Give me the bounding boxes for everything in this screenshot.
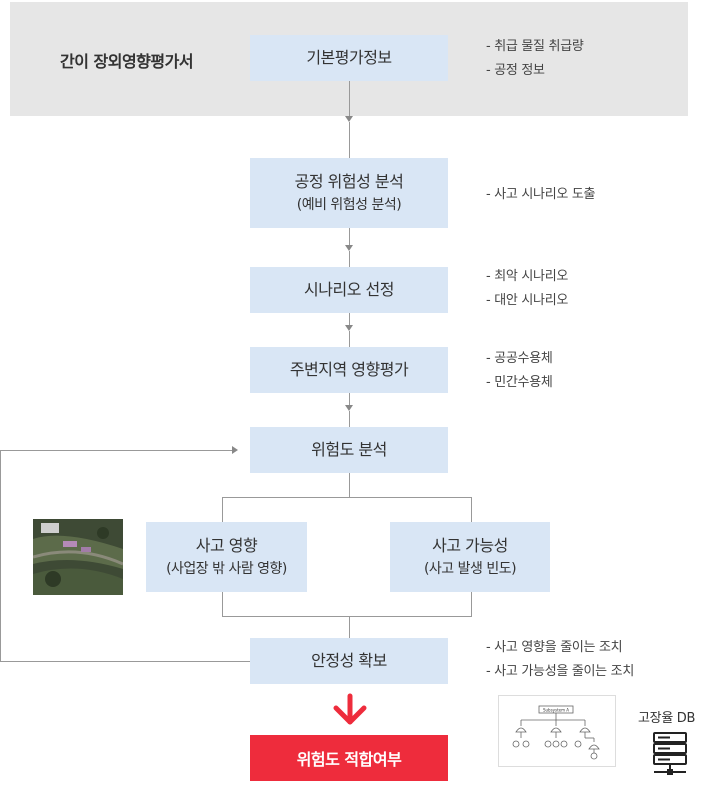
arrow-down-icon [345, 325, 353, 331]
aerial-photo [33, 519, 123, 595]
connector-line [349, 393, 350, 405]
scenario-notes: - 최악 시나리오 - 대안 시나리오 [486, 265, 568, 313]
note-item: - 취급 물질 취급량 [486, 39, 584, 54]
risk-analysis-box: 위험도 분석 [250, 427, 448, 473]
red-down-arrow-icon [331, 692, 369, 726]
scenario-box: 시나리오 선정 [250, 267, 448, 313]
connector-line [471, 497, 472, 522]
result-box: 위험도 적합여부 [250, 735, 448, 781]
basic-info-notes: - 취급 물질 취급량 - 공정 정보 [486, 35, 584, 83]
connector-line [349, 251, 350, 267]
connector-line [222, 616, 472, 617]
note-item: - 공공수용체 [486, 351, 553, 366]
feedback-line [0, 450, 232, 451]
impact-label: 사고 영향 [195, 536, 258, 555]
connector-line [349, 411, 350, 427]
note-item: - 대안 시나리오 [486, 293, 569, 308]
impact-box: 사고 영향 (사업장 밖 사람 영향) [146, 522, 307, 592]
connector-line [349, 473, 350, 497]
note-item: - 최악 시나리오 [486, 269, 569, 284]
process-risk-sublabel: (예비 위험성 분석) [296, 197, 402, 213]
server-database-icon [650, 731, 690, 777]
likelihood-box: 사고 가능성 (사고 발생 빈도) [390, 522, 550, 592]
db-label: 고장율 DB [638, 711, 696, 726]
risk-analysis-label: 위험도 분석 [311, 440, 387, 459]
likelihood-label: 사고 가능성 [432, 536, 508, 555]
basic-info-label: 기본평가정보 [306, 48, 392, 67]
connector-line [349, 313, 350, 325]
scenario-label: 시나리오 선정 [304, 280, 394, 299]
note-item: - 사고 영향을 줄이는 조치 [486, 640, 623, 655]
arrow-right-icon [232, 446, 238, 454]
likelihood-sublabel: (사고 발생 빈도) [423, 561, 517, 577]
process-risk-box: 공정 위험성 분석 (예비 위험성 분석) [250, 158, 448, 228]
connector-line [349, 81, 350, 118]
connector-line [349, 122, 350, 158]
result-label: 위험도 적합여부 [296, 750, 402, 769]
connector-line [222, 497, 472, 498]
connector-line [349, 228, 350, 246]
fault-tree-top-label: Subsystem A [543, 708, 569, 713]
process-risk-notes: - 사고 시나리오 도출 [486, 183, 595, 207]
surrounding-box: 주변지역 영향평가 [250, 347, 448, 393]
connector-line [349, 616, 350, 638]
connector-line [471, 592, 472, 616]
note-item: - 공정 정보 [486, 63, 545, 78]
safety-label: 안정성 확보 [311, 651, 387, 670]
connector-line [222, 592, 223, 616]
arrow-down-icon [345, 245, 353, 251]
process-risk-label: 공정 위험성 분석 [294, 172, 404, 191]
note-item: - 사고 시나리오 도출 [486, 187, 596, 202]
feedback-line [0, 661, 250, 662]
basic-info-box: 기본평가정보 [250, 35, 448, 81]
connector-line [222, 497, 223, 522]
note-item: - 사고 가능성을 줄이는 조치 [486, 664, 634, 679]
connector-line [349, 331, 350, 347]
fault-tree-icon: Subsystem A [498, 695, 616, 767]
safety-box: 안정성 확보 [250, 638, 448, 684]
safety-notes: - 사고 영향을 줄이는 조치 - 사고 가능성을 줄이는 조치 [486, 636, 634, 684]
note-item: - 민간수용체 [486, 375, 553, 390]
feedback-line [0, 450, 1, 662]
impact-sublabel: (사업장 밖 사람 영향) [166, 561, 287, 577]
arrow-down-icon [345, 116, 353, 122]
page-title: 간이 장외영향평가서 [60, 52, 194, 71]
arrow-down-icon [345, 405, 353, 411]
surrounding-notes: - 공공수용체 - 민간수용체 [486, 347, 553, 395]
surrounding-label: 주변지역 영향평가 [289, 360, 409, 379]
